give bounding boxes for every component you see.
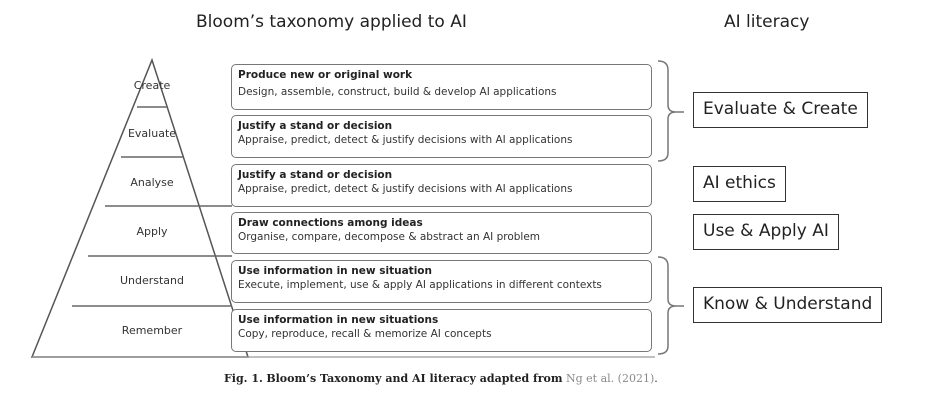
- pyramid-level-analyse: Analyse: [130, 176, 174, 189]
- caption-suffix: .: [654, 372, 658, 385]
- ai-literacy-title: AI literacy: [724, 12, 810, 32]
- pyramid-level-apply: Apply: [136, 225, 168, 238]
- caption-prefix: Fig. 1.: [224, 372, 263, 385]
- literacy-know-understand: Know & Understand: [693, 287, 883, 323]
- level-description: Execute, implement, use & apply AI appli…: [238, 279, 602, 291]
- level-description: Design, assemble, construct, build & dev…: [238, 86, 557, 98]
- level-description: Appraise, predict, detect & justify deci…: [238, 134, 573, 146]
- level-box-remember: Use information in new situations Copy, …: [231, 309, 652, 352]
- literacy-evaluate-create: Evaluate & Create: [693, 92, 868, 128]
- literacy-use-apply: Use & Apply AI: [693, 214, 839, 250]
- brace-evaluate-create: [657, 60, 677, 162]
- level-box-evaluate: Justify a stand or decision Appraise, pr…: [231, 115, 652, 158]
- pyramid-level-evaluate: Evaluate: [127, 127, 177, 140]
- level-heading: Justify a stand or decision: [238, 120, 393, 132]
- level-box-understand: Use information in new situation Execute…: [231, 260, 652, 303]
- level-heading: Produce new or original work: [238, 69, 413, 81]
- brace-know-understand: [657, 256, 677, 355]
- pyramid-level-remember: Remember: [121, 324, 183, 337]
- citation-link[interactable]: Ng et al. (2021): [566, 372, 655, 385]
- level-heading: Justify a stand or decision: [238, 169, 393, 181]
- caption-text: Bloom’s Taxonomy and AI literacy adapted…: [266, 372, 563, 385]
- bloom-taxonomy-title: Bloom’s taxonomy applied to AI: [196, 12, 467, 32]
- level-heading: Draw connections among ideas: [238, 217, 423, 229]
- level-description: Copy, reproduce, recall & memorize AI co…: [238, 328, 492, 340]
- level-box-analyse: Justify a stand or decision Appraise, pr…: [231, 164, 652, 207]
- level-box-create: Produce new or original work Design, ass…: [231, 64, 652, 110]
- pyramid-level-create: Create: [133, 79, 171, 92]
- level-heading: Use information in new situation: [238, 265, 432, 277]
- figure-caption: Fig. 1. Bloom’s Taxonomy and AI literacy…: [224, 372, 658, 385]
- pyramid-level-understand: Understand: [119, 274, 185, 287]
- literacy-ai-ethics: AI ethics: [693, 166, 786, 202]
- level-description: Organise, compare, decompose & abstract …: [238, 231, 541, 243]
- level-box-apply: Draw connections among ideas Organise, c…: [231, 212, 652, 254]
- level-description: Appraise, predict, detect & justify deci…: [238, 183, 573, 195]
- level-heading: Use information in new situations: [238, 314, 439, 326]
